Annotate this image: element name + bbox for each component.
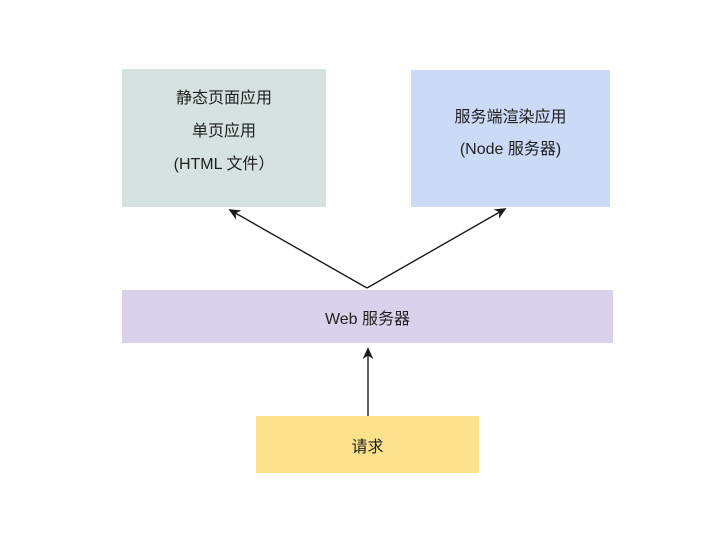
node-ssr-app: 服务端渲染应用 (Node 服务器)	[411, 70, 610, 207]
arrow-web-server-to-static-app	[228, 209, 368, 289]
node-web-server: Web 服务器	[122, 290, 613, 343]
arrow-web-server-to-ssr-app	[366, 208, 507, 289]
node-request: 请求	[256, 416, 479, 473]
node-web-server-label: Web 服务器	[324, 310, 411, 328]
node-label-line: (HTML 文件）	[173, 155, 275, 173]
node-static-page-app: 静态页面应用 单页应用 (HTML 文件）	[122, 69, 326, 207]
node-request-label: 请求	[351, 438, 384, 456]
node-label-line: (Node 服务器)	[459, 140, 562, 158]
node-static-page-app-text: 静态页面应用 单页应用 (HTML 文件）	[174, 82, 275, 181]
node-label-line: 静态页面应用	[175, 89, 272, 107]
node-ssr-app-text: 服务端渲染应用 (Node 服务器)	[454, 102, 566, 166]
node-label-line: 服务端渲染应用	[454, 108, 567, 126]
node-label-line: 单页应用	[191, 122, 256, 140]
